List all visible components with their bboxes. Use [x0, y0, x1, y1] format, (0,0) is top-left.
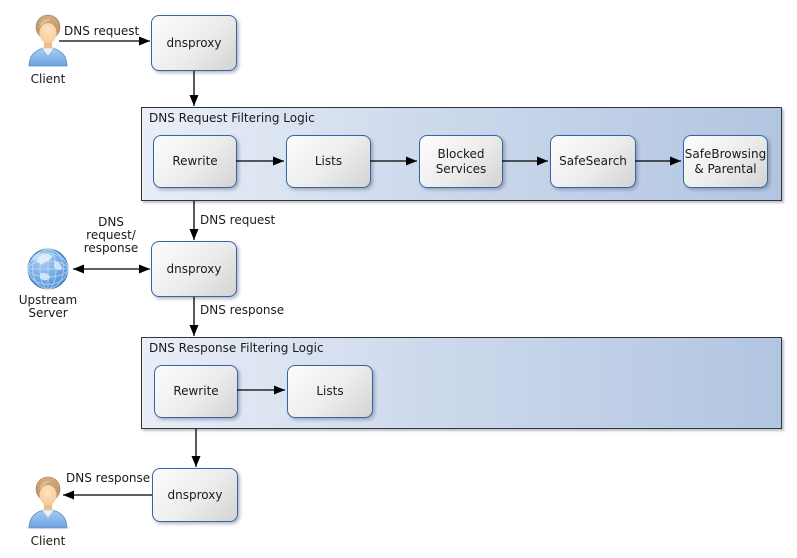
dnsproxy-top-label: dnsproxy — [166, 35, 222, 50]
edge-label-dns-request-mid: DNS request — [200, 213, 276, 227]
step-rewrite-request: Rewrite — [153, 135, 237, 188]
step-blocked-services: Blocked Services — [419, 135, 503, 188]
response-filtering-container: DNS Response Filtering Logic Rewrite Lis… — [141, 337, 782, 429]
upstream-server-label: Upstream Server — [19, 294, 77, 320]
upstream-edge-line2: request/ — [86, 228, 136, 242]
dnsproxy-node-mid: dnsproxy — [151, 241, 237, 297]
step-label: Rewrite — [172, 154, 218, 169]
dnsproxy-bottom-label: dnsproxy — [167, 487, 223, 502]
request-filtering-title: DNS Request Filtering Logic — [149, 111, 315, 125]
dnsproxy-node-top: dnsproxy — [151, 15, 237, 71]
step-lists-response: Lists — [287, 365, 373, 418]
step-lists-request: Lists — [286, 135, 371, 188]
upstream-edge-line1: DNS — [98, 215, 124, 229]
edge-label-dns-request-top: DNS request — [64, 24, 140, 38]
dnsproxy-node-bottom: dnsproxy — [152, 468, 238, 522]
person-icon — [28, 476, 68, 529]
client-top-actor: Client — [26, 12, 70, 86]
step-safebrowsing-parental: SafeBrowsing & Parental — [683, 135, 768, 188]
step-rewrite-response: Rewrite — [154, 365, 238, 418]
response-filtering-title: DNS Response Filtering Logic — [149, 341, 324, 355]
step-label: Rewrite — [173, 384, 219, 399]
person-icon — [28, 14, 68, 67]
edge-label-dns-response-bottom: DNS response — [66, 471, 151, 485]
upstream-edge-line3: response — [83, 241, 139, 255]
step-safesearch: SafeSearch — [550, 135, 636, 188]
dnsproxy-mid-label: dnsproxy — [166, 261, 222, 276]
globe-icon — [27, 248, 69, 290]
upstream-label-line1: Upstream — [18, 293, 78, 307]
edge-label-upstream-bidirectional: DNS request/ response — [72, 216, 150, 255]
client-bottom-label: Client — [30, 534, 66, 548]
client-top-label: Client — [30, 72, 66, 86]
step-label: Lists — [314, 154, 343, 169]
edge-label-dns-response-mid: DNS response — [200, 303, 285, 317]
request-filtering-container: DNS Request Filtering Logic Rewrite List… — [141, 107, 782, 201]
step-label: Blocked Services — [435, 147, 487, 176]
step-label: SafeSearch — [559, 154, 627, 169]
client-bottom-actor: Client — [26, 474, 70, 548]
step-label: SafeBrowsing & Parental — [684, 147, 767, 176]
upstream-label-line2: Server — [28, 306, 68, 320]
step-label: Lists — [316, 384, 344, 399]
upstream-server-actor: Upstream Server — [19, 246, 77, 326]
